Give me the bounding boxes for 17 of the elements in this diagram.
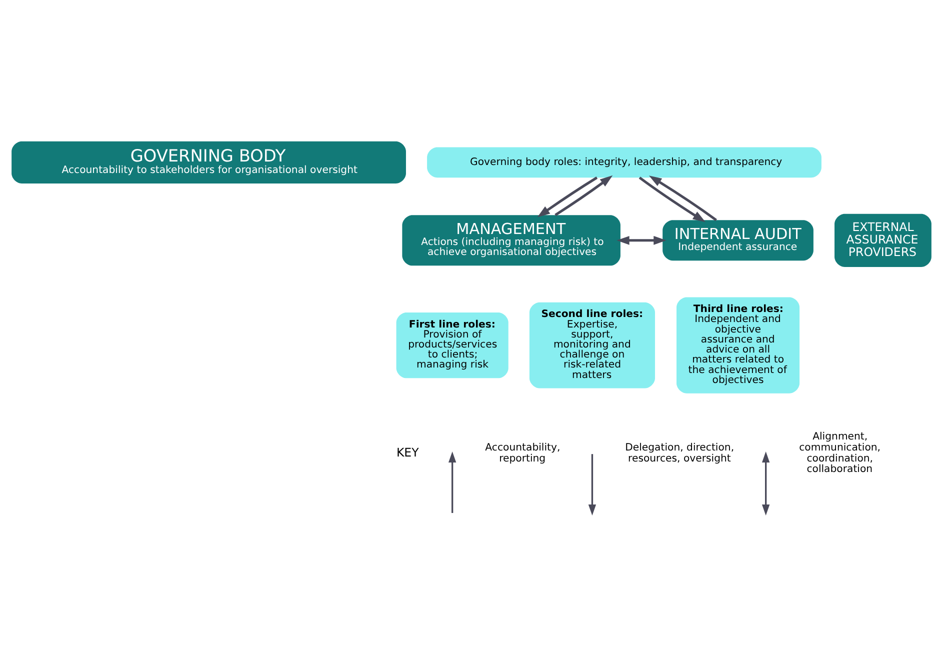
- node-box: Third line roles: Independent and objective assurance and advice on all matters related to the achievement of objectives: [676, 297, 800, 394]
- arrow: [537, 176, 598, 218]
- legend-label: Accountability, reporting: [485, 442, 560, 464]
- node-box: Second line roles: Expertise, support, monitoring and challenge on risk-related matters: [529, 302, 655, 388]
- label: KEY: [396, 445, 419, 460]
- legend-label: Delegation, direction, resources, oversight: [625, 442, 734, 464]
- node-box: First line roles: Provision of products/services to clients; managing risk: [396, 312, 508, 378]
- node-box: Governing body roles: integrity, leadership, and transparency: [427, 147, 822, 178]
- node-box: MANAGEMENT Actions (including managing risk) to achieve organisational objectives: [402, 215, 620, 266]
- arrow: [616, 236, 666, 245]
- node-box: EXTERNAL ASSURANCE PROVIDERS: [834, 214, 932, 267]
- node-box: INTERNAL AUDIT Independent assurance: [662, 220, 814, 261]
- legend-label: Alignment, communication, coordination, collaboration: [799, 431, 881, 476]
- arrow: [648, 176, 717, 222]
- node-box: GOVERNING BODY Accountability to stakeholders for organisational oversight: [12, 141, 406, 184]
- arrow: [638, 176, 706, 222]
- arrow: [554, 175, 613, 216]
